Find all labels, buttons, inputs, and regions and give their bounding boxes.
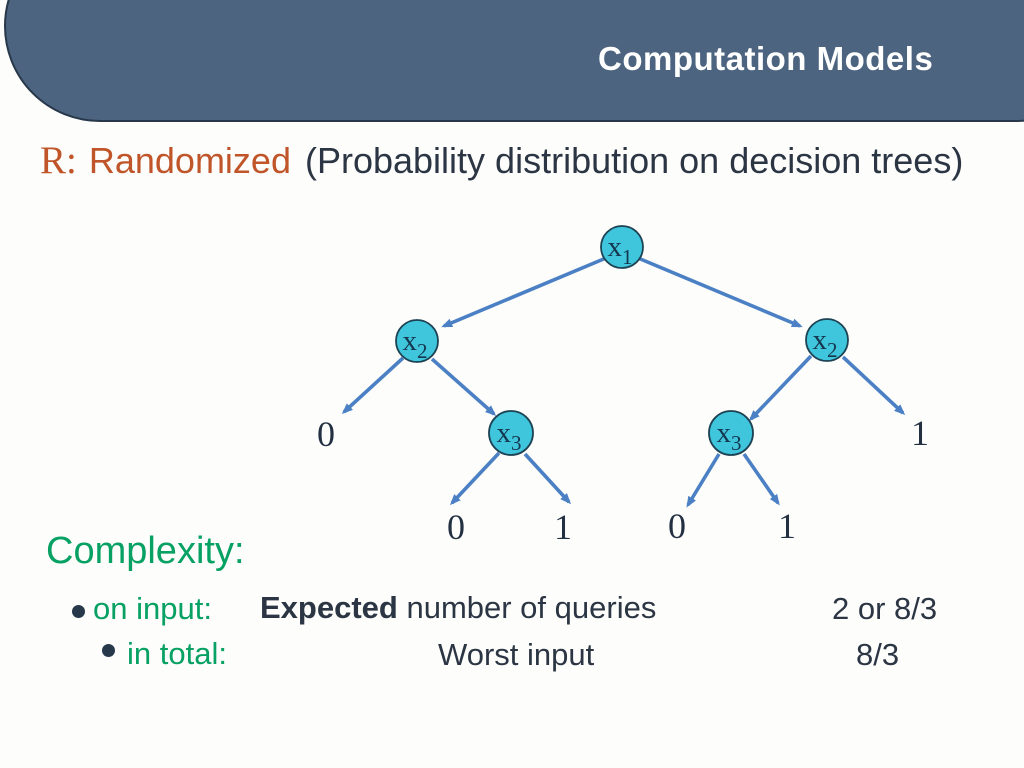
- complexity-heading: Complexity:: [46, 530, 245, 572]
- complexity-row1-value: 2 or 8/3: [832, 591, 938, 626]
- leaf-label-rl: 0: [668, 506, 686, 546]
- model-symbol: R:: [40, 139, 77, 182]
- slide-title: Computation Models: [598, 40, 934, 77]
- model-name: Randomized: [88, 140, 291, 181]
- bullet-dot-icon: [72, 605, 85, 618]
- tree-edge-x2r-x3r: [748, 354, 813, 422]
- measure-bold-part: Expected: [260, 590, 398, 625]
- complexity-row2-value: 8/3: [856, 637, 900, 672]
- complexity-row2-measure: Worst input: [438, 637, 594, 673]
- measure-rest-part: number of queries: [397, 590, 657, 625]
- tree-node-x3-left-label: x3: [497, 417, 522, 455]
- complexity-row1-measure: Expected number of queries: [260, 590, 656, 626]
- leaf-label-far-right: 1: [911, 413, 929, 453]
- tree-node-x1: [600, 225, 644, 269]
- tree-edge-x3r-leaf1: [742, 452, 780, 506]
- complexity-row2-label: in total:: [127, 636, 227, 671]
- tree-edge-x2r-leaf1: [841, 355, 906, 416]
- model-description: (Probability distribution on decision tr…: [304, 140, 964, 181]
- leaf-label-far-left: 0: [317, 414, 335, 454]
- tree-edge-x2l-leaf0: [341, 356, 405, 415]
- tree-edge-x3l-leaf1: [523, 452, 572, 505]
- tree-node-x3-left: [488, 410, 534, 456]
- tree-node-x2-right: [805, 318, 849, 362]
- tree-edge-root-left: [441, 256, 607, 328]
- tree-node-x3-right-label: x3: [717, 417, 742, 455]
- leaf-label-ll: 0: [447, 507, 465, 547]
- complexity-row1-label: on input:: [93, 591, 212, 626]
- subtitle-line: R: Randomized (Probability distribution on…: [40, 138, 963, 183]
- tree-edge-root-right: [637, 256, 803, 328]
- tree-edge-x2l-x3l: [430, 357, 497, 416]
- tree-edge-x3l-leaf0: [449, 451, 501, 506]
- tree-node-x3-right: [708, 410, 754, 456]
- bullet-dot-icon: [102, 644, 115, 657]
- tree-node-x2-left: [395, 319, 439, 363]
- leaf-label-rr: 1: [778, 506, 796, 546]
- header-band: [4, 0, 1024, 122]
- tree-edge-x3r-leaf0: [686, 453, 721, 508]
- tree-node-x2-right-label: x2: [813, 324, 838, 362]
- tree-node-x1-label: x1: [608, 231, 633, 269]
- measure-rest-part: Worst input: [438, 637, 595, 672]
- tree-node-x2-left-label: x2: [403, 325, 428, 363]
- leaf-label-lr: 1: [554, 507, 572, 547]
